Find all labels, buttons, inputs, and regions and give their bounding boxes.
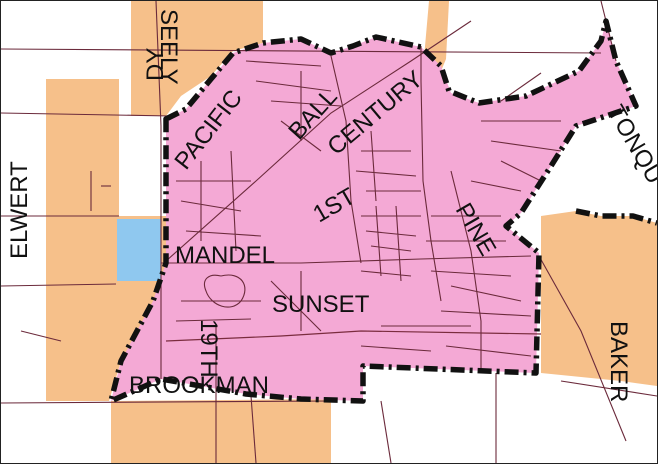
urban-growth-boundary bbox=[108, 18, 639, 404]
county-area-seely bbox=[131, 1, 263, 116]
label-baker: BAKER bbox=[605, 321, 632, 402]
county-area-east bbox=[541, 211, 657, 386]
label-elwert: ELWERT bbox=[6, 161, 33, 259]
label-mandel: MANDEL bbox=[175, 242, 275, 269]
label-dy: DY bbox=[142, 48, 169, 81]
label-nineteenth: 19TH bbox=[195, 319, 222, 378]
label-seely: SEELY bbox=[155, 9, 182, 85]
label-sunset: SUNSET bbox=[272, 291, 370, 318]
label-brookman: BROOKMAN bbox=[129, 372, 269, 399]
county-area-west bbox=[46, 79, 166, 401]
label-tonquin: TONQU bbox=[602, 101, 657, 189]
boundary-east-segment bbox=[575, 208, 657, 226]
park-area bbox=[117, 219, 161, 281]
county-area-south bbox=[111, 399, 331, 463]
city-area bbox=[111, 21, 636, 401]
county-areas bbox=[46, 1, 657, 463]
